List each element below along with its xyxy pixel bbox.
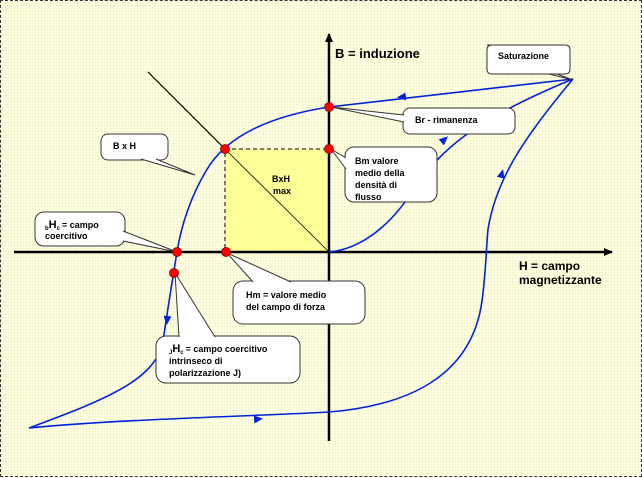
direction-arrow-icon [253,415,263,424]
callout-bm: Bm valore medio della densità di flusso [330,146,438,203]
h-axis-label-line1: H = campo [519,259,580,273]
svg-text:Saturazione: Saturazione [498,51,549,61]
svg-text:del campo di forza: del campo di forza [246,302,326,312]
svg-text:B x H: B x H [113,141,136,151]
point-bhc [172,247,182,257]
direction-arrow-icon [397,92,407,101]
load-line [147,71,226,150]
svg-text:densità di: densità di [355,180,397,190]
callout-hm: Hm = valore medio del campo di forza [226,252,366,325]
svg-text:polarizzazione J): polarizzazione J) [169,368,241,378]
svg-text:medio della: medio della [355,168,406,178]
svg-text:flusso: flusso [355,192,382,202]
lower-branch [28,78,574,429]
svg-text:bHc= campo: bHc= campo [45,219,99,232]
bxh-max-label-line1: BxH [272,174,290,184]
point-hm [221,247,231,257]
bxh-max-label-line2: max [273,186,291,196]
svg-text:coercitivo: coercitivo [45,231,88,241]
svg-text:Br - rimanenza: Br - rimanenza [415,115,479,125]
svg-text:Hm = valore medio: Hm = valore medio [246,290,327,300]
point-remanence [324,102,334,112]
bxh-max-diagonal [224,148,330,253]
svg-text:Bm valore: Bm valore [355,156,399,166]
b-axis-label: B = induzione [335,46,420,61]
callout-ihc: JHc= campo coercitivo intrinseco di pola… [155,272,301,384]
h-axis-label-line2: magnetizzante [519,273,602,287]
callout-bhc: bHc= campo coercitivo [34,211,178,253]
svg-text:intrinseco di: intrinseco di [169,356,223,366]
point-bm [324,144,334,154]
point-ihc [169,268,179,278]
callout-remanence: Br - rimanenza [330,106,516,135]
callout-saturation: Saturazione [486,44,574,81]
svg-text:JHc= campo coercitivo: JHc= campo coercitivo [169,343,268,356]
point-bxh-max [220,144,230,154]
callout-bxh: B x H [100,133,196,176]
direction-arrow-icon [438,136,448,146]
